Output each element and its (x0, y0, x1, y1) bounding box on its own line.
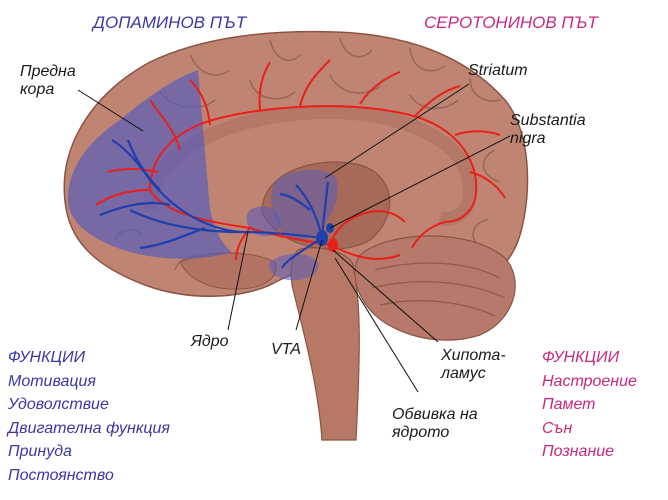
dopamine-function-item: Постоянство (8, 464, 170, 488)
dopamine-title: ДОПАМИНОВ ПЪТ (93, 14, 246, 32)
dopamine-function-item: Удоволствие (8, 393, 170, 417)
serotonin-functions-list: ФУНКЦИИ Настроение Памет Сън Познание (542, 346, 637, 464)
hypothalamus-label-line1: Хипота- (441, 347, 506, 365)
serotonin-function-item: Познание (542, 440, 637, 464)
nucleus-label: Ядро (191, 333, 229, 351)
hypothalamus-label-line2: ламус (441, 365, 506, 383)
serotonin-function-item: Настроение (542, 370, 637, 394)
vta-label: VTA (271, 341, 301, 359)
raphe-dot (328, 238, 338, 252)
dopamine-function-item: Принуда (8, 440, 170, 464)
hypothalamus-label: Хипота- ламус (441, 347, 506, 383)
prefrontal-label-line1: Предна (20, 63, 76, 81)
prefrontal-label-line2: кора (20, 81, 76, 99)
shell-label-line2: ядрото (392, 424, 478, 442)
substantia-label-line2: nigra (510, 130, 586, 148)
substantia-label-line1: Substantia (510, 112, 586, 130)
dopamine-function-item: Мотивация (8, 370, 170, 394)
prefrontal-cortex-label: Предна кора (20, 63, 76, 99)
accumbens-shell-label: Обвивка на ядрото (392, 406, 478, 442)
serotonin-function-item: Сън (542, 417, 637, 441)
cerebellum (355, 236, 515, 340)
serotonin-function-item: Памет (542, 393, 637, 417)
serotonin-title: СЕРОТОНИНОВ ПЪТ (424, 14, 598, 32)
dopamine-functions-list: ФУНКЦИИ Мотивация Удоволствие Двигателна… (8, 346, 170, 487)
dopamine-functions-heading: ФУНКЦИИ (8, 346, 170, 370)
striatum-label: Striatum (468, 62, 528, 80)
vta-dot (316, 230, 328, 246)
shell-label-line1: Обвивка на (392, 406, 478, 424)
serotonin-functions-heading: ФУНКЦИИ (542, 346, 637, 370)
substantia-nigra-label: Substantia nigra (510, 112, 586, 148)
dopamine-function-item: Двигателна функция (8, 417, 170, 441)
